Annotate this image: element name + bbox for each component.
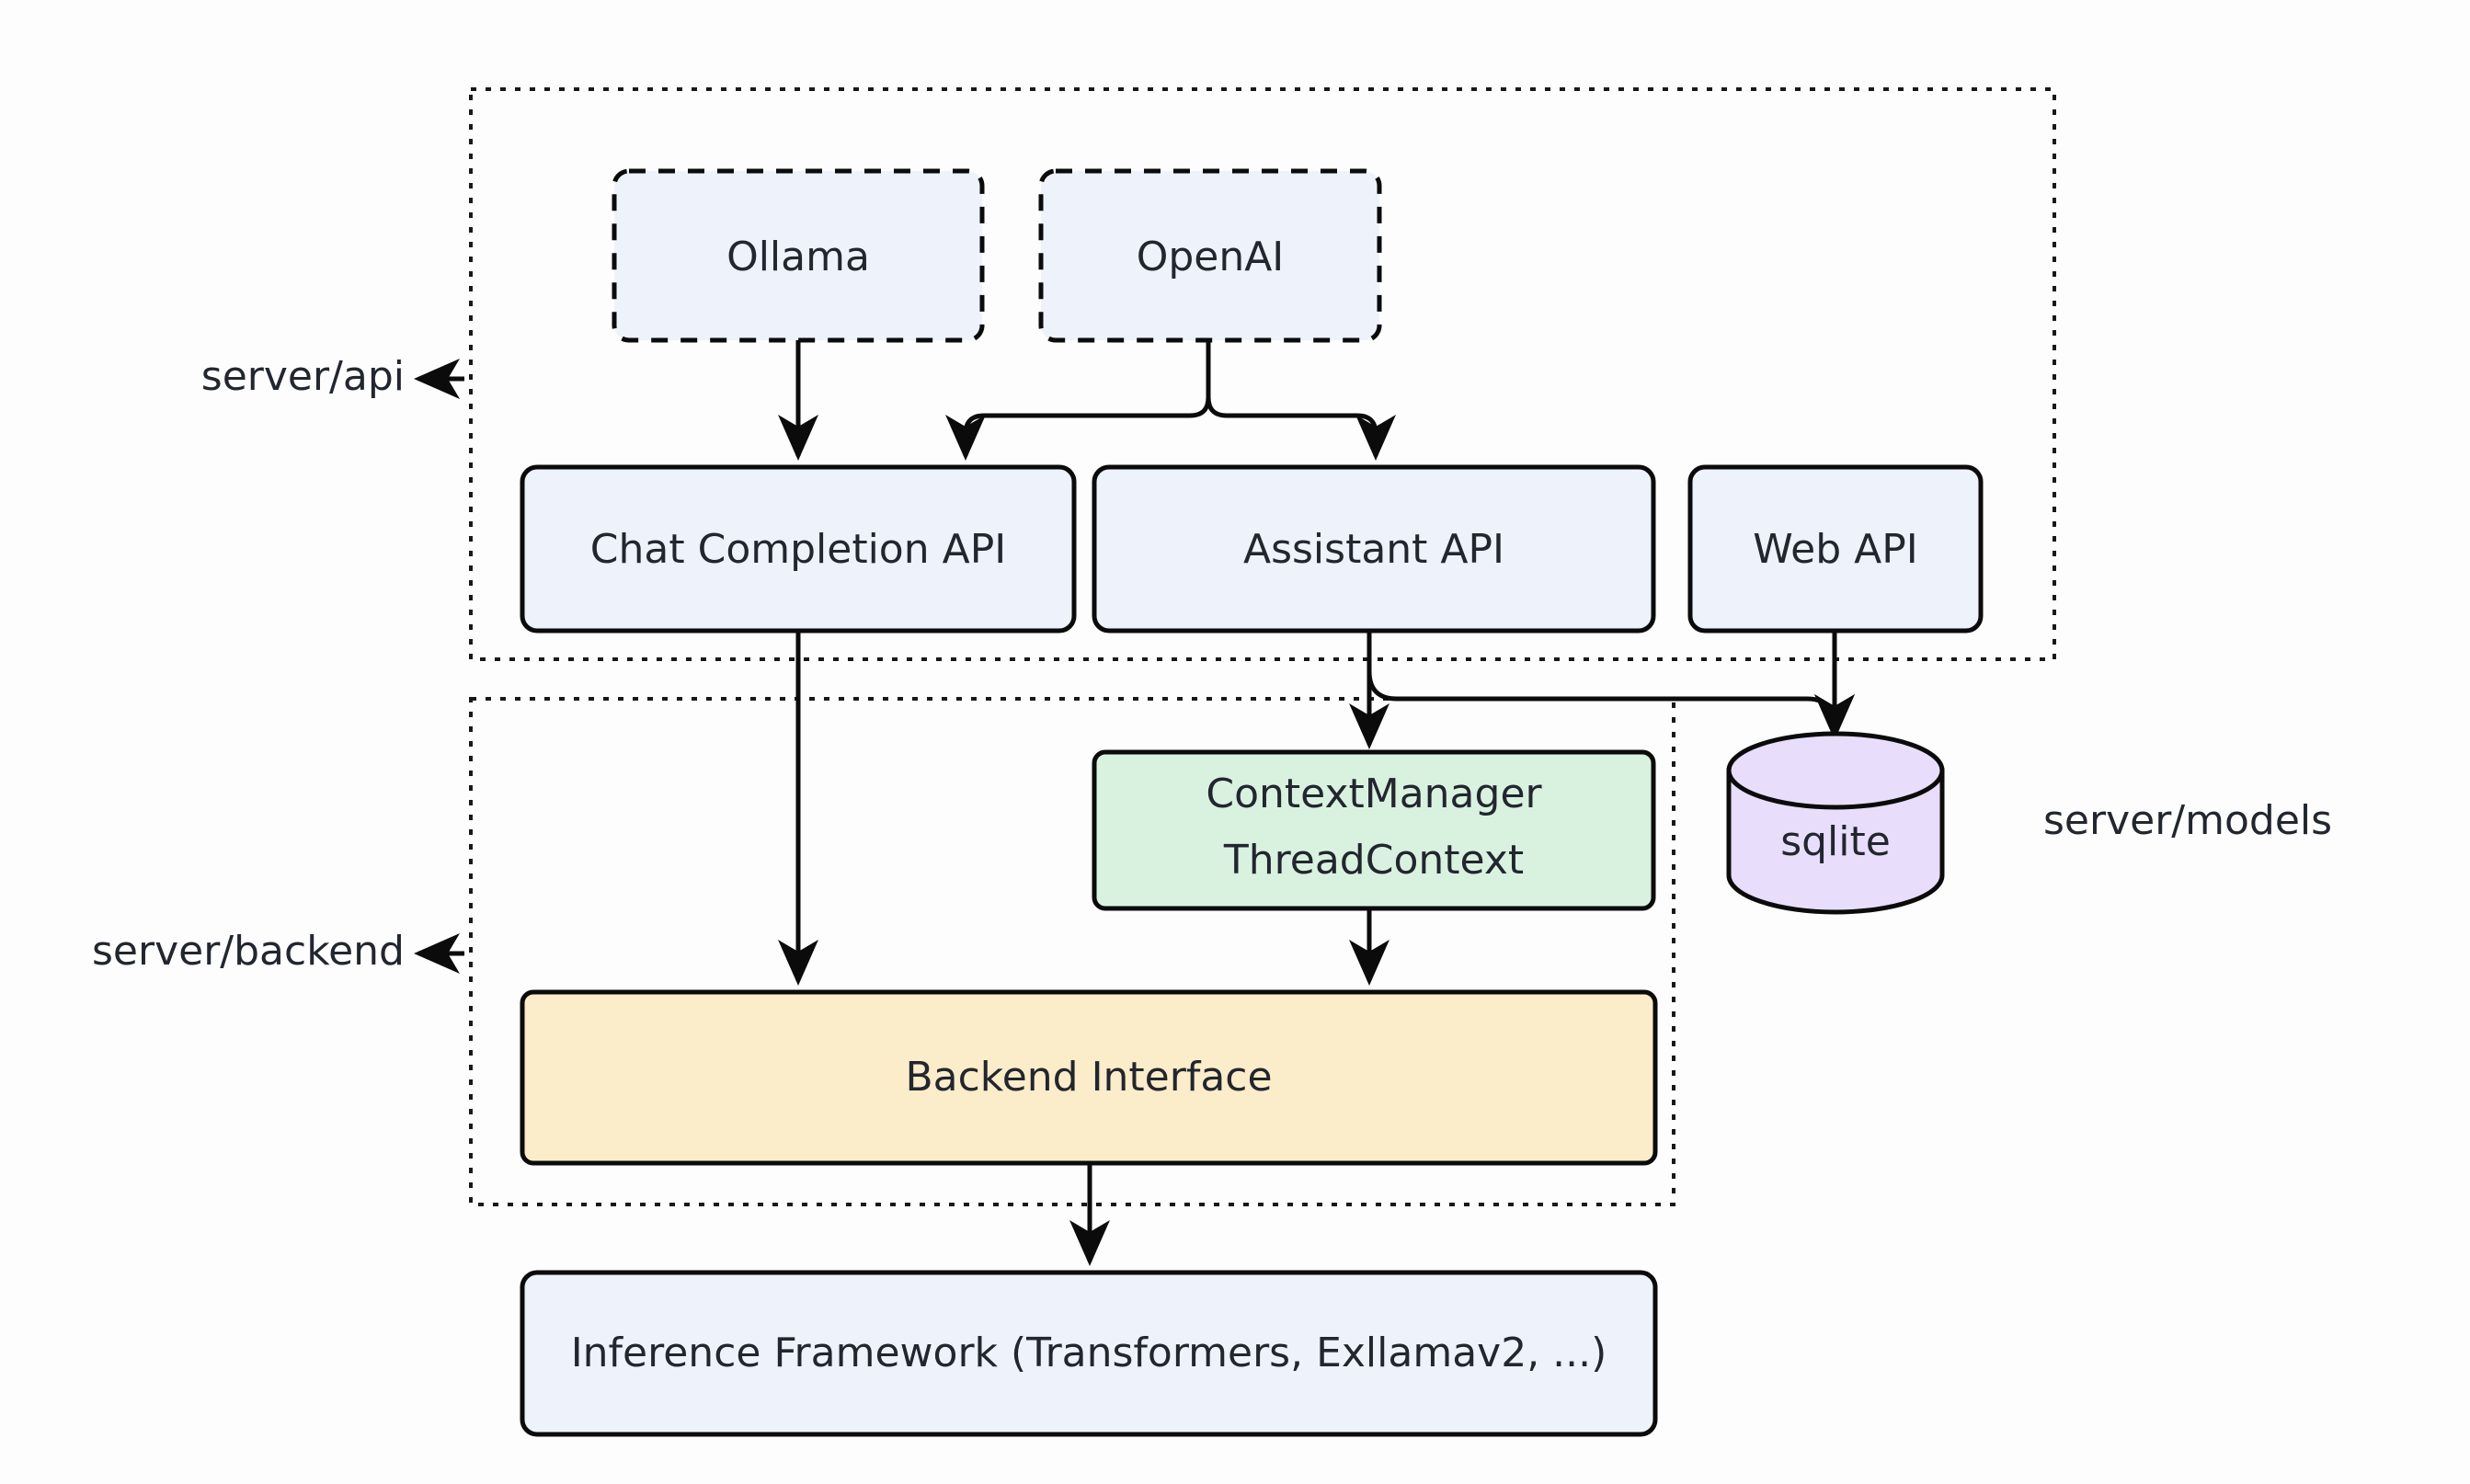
- node-context-manager-label-line1: ContextManager: [1206, 771, 1542, 817]
- node-sqlite[interactable]: sqlite: [1726, 731, 1945, 915]
- node-backend-interface-rect: [520, 989, 1658, 1166]
- node-web-api-label: Web API: [1753, 526, 1918, 573]
- node-chat-completion-api-label: Chat Completion API: [590, 526, 1006, 573]
- node-assistant-api-label: Assistant API: [1243, 526, 1504, 573]
- node-chat-completion-api[interactable]: Chat Completion API: [520, 464, 1077, 634]
- node-openai-label: OpenAI: [1137, 234, 1285, 280]
- node-inference-framework[interactable]: Inference Framework (Transformers, Exlla…: [520, 1270, 1658, 1437]
- node-context-manager-rect: [1092, 749, 1656, 911]
- node-backend-interface[interactable]: Backend Interface: [520, 989, 1658, 1166]
- node-inference-framework-rect: [520, 1270, 1658, 1437]
- node-context-manager-label-line2: ThreadContext: [1223, 837, 1524, 884]
- node-ollama-rect: [612, 168, 985, 343]
- cluster-label-server-backend: server/backend: [92, 928, 405, 975]
- edge-openai-to-assistant-api: [1206, 340, 1396, 461]
- node-inference-framework-label: Inference Framework (Transformers, Exlla…: [571, 1330, 1607, 1376]
- node-chat-completion-api-rect: [520, 464, 1077, 634]
- node-sqlite-cylinder-top: [1726, 731, 1945, 810]
- node-backend-interface-label: Backend Interface: [905, 1054, 1272, 1101]
- edge-assistant-api-to-sqlite: [1367, 670, 1855, 740]
- cluster-label-server-models: server/models: [2043, 797, 2332, 844]
- cluster-label-server-api: server/api: [201, 353, 405, 400]
- cluster-boundary-server-api: [469, 87, 2056, 661]
- edge-openai-to-chat-completion-api: [945, 340, 1211, 461]
- node-context-manager[interactable]: ContextManager ThreadContext: [1092, 749, 1656, 911]
- node-web-api-rect: [1687, 464, 1984, 634]
- node-openai-rect: [1038, 168, 1382, 343]
- node-sqlite-cylinder-body: [1726, 768, 1945, 915]
- node-web-api[interactable]: Web API: [1687, 464, 1984, 634]
- cluster-boundary-server-backend: [469, 697, 1675, 1206]
- node-ollama-label: Ollama: [726, 234, 870, 280]
- node-ollama[interactable]: Ollama: [612, 168, 985, 343]
- node-assistant-api[interactable]: Assistant API: [1092, 464, 1656, 634]
- node-assistant-api-rect: [1092, 464, 1656, 634]
- node-openai[interactable]: OpenAI: [1038, 168, 1382, 343]
- node-sqlite-label: sqlite: [1780, 818, 1891, 865]
